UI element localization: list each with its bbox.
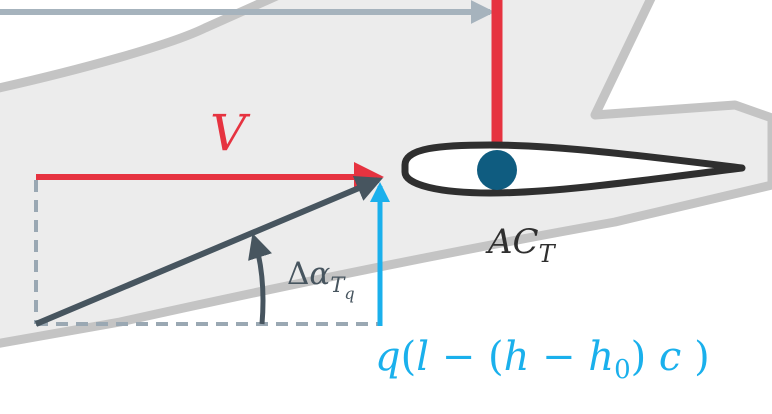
aerodynamic-center-dot: [477, 150, 517, 190]
induced-velocity-label: q(l − (h − h0) c ): [375, 334, 710, 385]
angle-arc: [248, 233, 272, 325]
aero-center-label: ACT: [485, 222, 557, 268]
velocity-label: V: [210, 104, 251, 162]
resultant-velocity-arrow: [34, 175, 383, 327]
angle-label: ΔαTq: [287, 256, 355, 303]
